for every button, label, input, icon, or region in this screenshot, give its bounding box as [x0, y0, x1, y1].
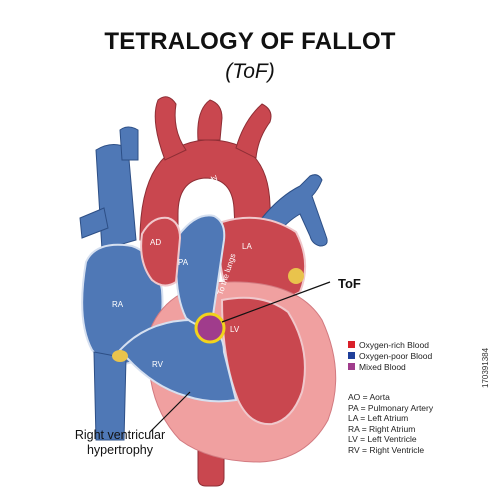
- rvh-line-1: Right ventricular: [74, 428, 166, 442]
- label-lv: LV: [230, 325, 240, 334]
- rvh-line-2: hypertrophy: [86, 443, 153, 457]
- legend-swatch-oxygen-rich: [348, 341, 355, 348]
- abbreviation-item: PA = Pulmonary Artery: [348, 402, 434, 413]
- vena-cava-branch-left: [79, 207, 109, 239]
- aortic-branch-3: [235, 103, 272, 159]
- rvh-pointer-line: [149, 391, 191, 433]
- label-rv: RV: [152, 360, 164, 369]
- abbreviation-item: RV = Right Ventricle: [348, 444, 425, 455]
- ascending-aorta: [140, 216, 182, 287]
- label-ad: AD: [150, 238, 161, 247]
- legend-label: Oxygen-rich Blood: [359, 339, 429, 350]
- abbreviation-list: AO = Aorta PA = Pulmonary Artery LA = Le…: [348, 392, 433, 456]
- legend-swatch-oxygen-poor: [348, 352, 355, 359]
- abbreviation-item: LA = Left Atrium: [348, 413, 409, 424]
- rvh-callout-label: Right ventricular hypertrophy: [40, 428, 200, 458]
- vena-cava-branch-upper: [119, 126, 139, 161]
- label-pa: PA: [178, 258, 189, 267]
- abbreviation-item: RA = Right Atrium: [348, 423, 416, 434]
- label-ra: RA: [112, 300, 124, 309]
- diagram-title: TETRALOGY OF FALLOT: [104, 28, 396, 55]
- label-la: LA: [242, 242, 252, 251]
- ventricular-septal-defect: [194, 312, 226, 344]
- aortic-branch-1: [154, 96, 187, 161]
- legend-label: Oxygen-poor Blood: [359, 350, 433, 361]
- inferior-vena-cava: [93, 351, 127, 441]
- aortic-branch-2: [197, 99, 223, 141]
- legend-swatch-mixed: [348, 363, 355, 370]
- abbreviation-item: AO = Aorta: [348, 392, 390, 402]
- legend-item: Mixed Blood: [348, 361, 432, 372]
- abbreviation-item: LV = Left Ventricle: [348, 434, 417, 445]
- blood-legend: Oxygen-rich Blood Oxygen-poor Blood Mixe…: [348, 339, 432, 372]
- legend-label: Mixed Blood: [359, 361, 406, 372]
- tof-callout-label: ToF: [338, 276, 361, 291]
- tof-pointer-line: [221, 281, 331, 323]
- diagram-subtitle: (ToF): [225, 60, 275, 83]
- fat-pad-left: [112, 350, 128, 362]
- legend-item: Oxygen-rich Blood: [348, 339, 432, 350]
- fat-pad-right: [288, 268, 304, 284]
- stock-image-id: 170391384: [481, 347, 490, 388]
- legend-item: Oxygen-poor Blood: [348, 350, 432, 361]
